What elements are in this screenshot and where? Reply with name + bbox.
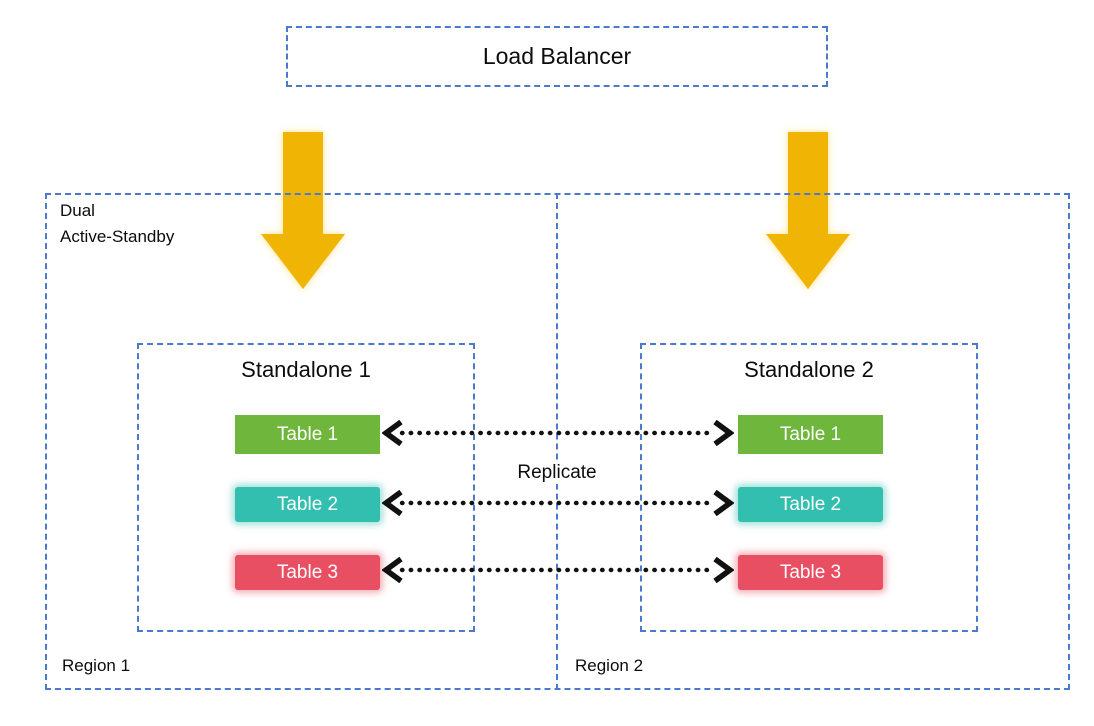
- table-2-chip: Table 2: [738, 487, 883, 522]
- standalone-2-title: Standalone 2: [744, 357, 874, 382]
- down-arrow-icon: [261, 132, 345, 289]
- load-balancer-label: Load Balancer: [482, 43, 632, 69]
- replication-double-arrow-icon: [382, 420, 734, 446]
- load-balancer-box: Load Balancer: [286, 26, 828, 87]
- standalone-1-box: Standalone 1 Table 1 Table 2 Table 3: [137, 343, 475, 632]
- replication-double-arrow-icon: [382, 490, 734, 516]
- table-1-chip: Table 1: [738, 415, 883, 454]
- standalone-2-box: Standalone 2 Table 1 Table 2 Table 3: [640, 343, 978, 632]
- replication-double-arrow-icon: [382, 557, 734, 583]
- table-2-chip: Table 2: [235, 487, 380, 522]
- dual-active-standby-label: Dual Active-Standby: [60, 201, 175, 247]
- table-1-chip: Table 1: [235, 415, 380, 454]
- down-arrow-icon: [766, 132, 850, 289]
- table-3-chip: Table 3: [235, 555, 380, 590]
- region-divider-line: [556, 193, 558, 690]
- replicate-label: Replicate: [510, 462, 604, 484]
- standalone-1-title: Standalone 1: [241, 357, 371, 382]
- table-3-chip: Table 3: [738, 555, 883, 590]
- region-1-label: Region 1: [62, 656, 131, 675]
- region-2-label: Region 2: [575, 656, 644, 675]
